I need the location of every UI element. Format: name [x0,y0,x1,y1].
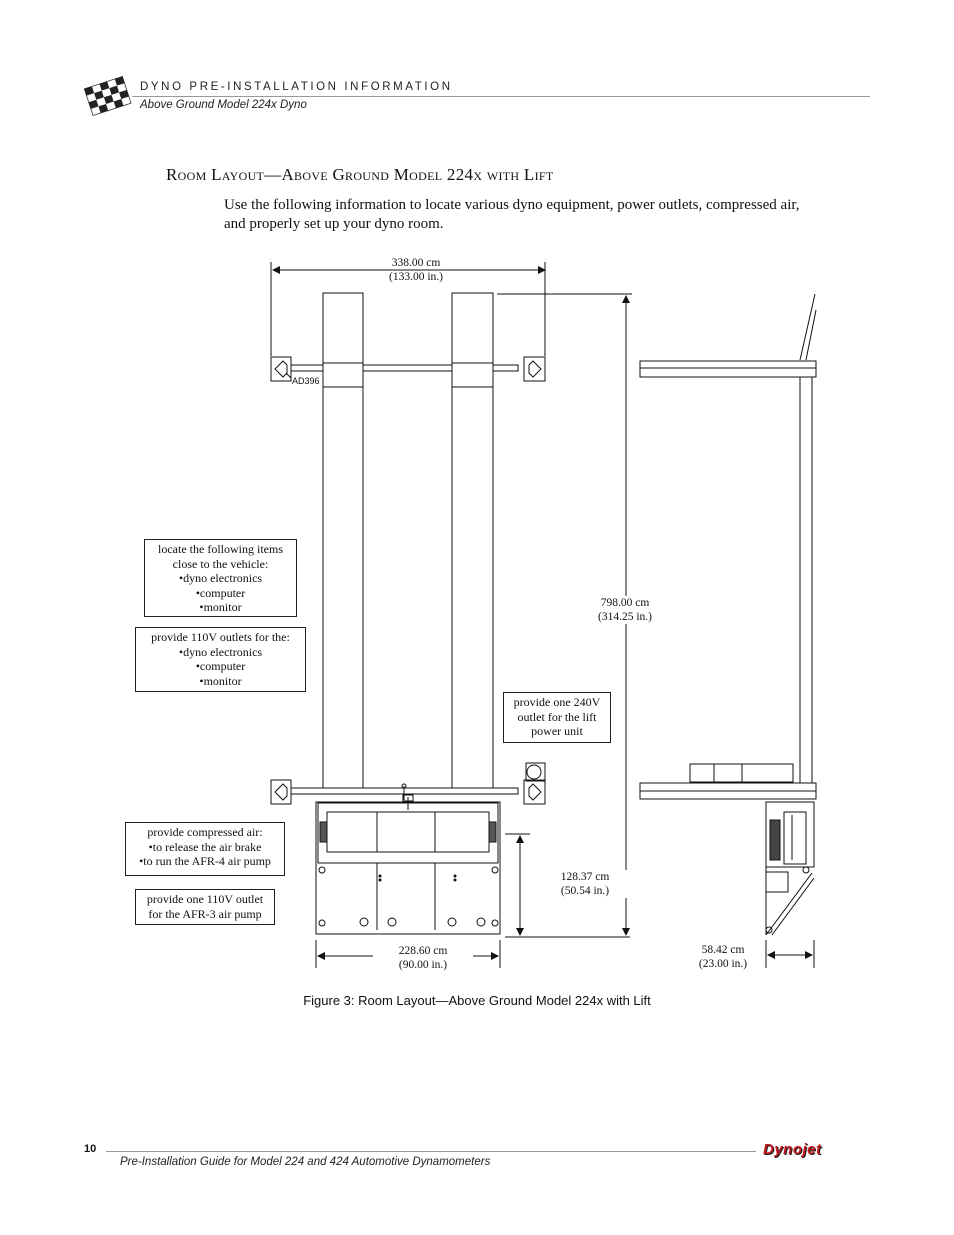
dim-drum-depth-label: 128.37 cm (50.54 in.) [535,870,635,898]
header-subtitle: Above Ground Model 224x Dyno [140,99,307,111]
header-rule [132,96,870,97]
intro-paragraph: Use the following information to locate … [224,197,800,232]
checkered-flag-logo [83,76,132,117]
dim-length-label: 798.00 cm (314.25 in.) [575,596,675,624]
note-line: •computer [195,585,246,600]
note-line: •monitor [199,673,242,688]
note-110v-outlets: provide 110V outlets for the: •dyno elec… [135,627,306,692]
dim-side-width-label: 58.42 cm (23.00 in.) [673,943,773,971]
note-locate-items: locate the following items close to the … [144,539,297,617]
figure-caption: Figure 3: Room Layout—Above Ground Model… [303,993,651,1008]
note-240v-outlet: provide one 240V outlet for the lift pow… [503,692,611,743]
note-line: •dyno electronics [178,644,263,659]
dim-drum-depth-cm: 128.37 cm [560,871,610,883]
note-afr3-outlet: provide one 110V outlet for the AFR-3 ai… [135,889,275,925]
dim-drum-width-in: (90.00 in.) [398,959,448,971]
section-title: Room Layout—Above Ground Model 224x with… [166,165,554,184]
note-line: •computer [195,659,246,673]
footer-text: Pre-Installation Guide for Model 224 and… [120,1156,491,1168]
page-number: 10 [84,1143,97,1155]
note-line: provide one 110V outlet [146,892,264,906]
note-line: locate the following items [158,542,283,556]
note-line: •monitor [199,600,242,614]
note-line: provide compressed air: [147,825,263,839]
note-line: close to the vehicle: [172,556,269,571]
dim-drum-depth-in: (50.54 in.) [560,885,610,897]
dim-side-width-in: (23.00 in.) [698,958,748,970]
note-line: outlet for the lift [517,709,597,724]
dim-length-in: (314.25 in.) [598,611,652,623]
dim-side-width-cm: 58.42 cm [701,944,745,956]
footer-rule [106,1151,756,1152]
dim-drum-width-label: 228.60 cm (90.00 in.) [373,944,473,972]
note-line: for the AFR-3 air pump [148,906,262,921]
note-line: •to run the AFR-4 air pump [139,854,271,868]
dim-length-cm: 798.00 cm [600,597,650,609]
note-compressed-air: provide compressed air: •to release the … [125,822,285,876]
note-line: •to release the air brake [148,839,262,854]
dim-top-width-in: (133.00 in.) [389,271,443,283]
dim-top-width-cm: 338.00 cm [391,257,441,269]
note-line: •dyno electronics [178,571,263,585]
lift-side-top-bar [639,360,817,378]
header-title: DYNO PRE-INSTALLATION INFORMATION [140,81,453,93]
figure-tag: AD396 [292,376,320,386]
note-line: provide 110V outlets for the: [151,630,290,644]
dim-top-width-label: 338.00 cm (133.00 in.) [366,256,466,284]
note-line: provide one 240V [513,695,601,709]
dim-drum-width-cm: 228.60 cm [398,945,448,957]
note-line: power unit [531,724,583,738]
dynojet-logo: Dynojet [763,1141,822,1158]
